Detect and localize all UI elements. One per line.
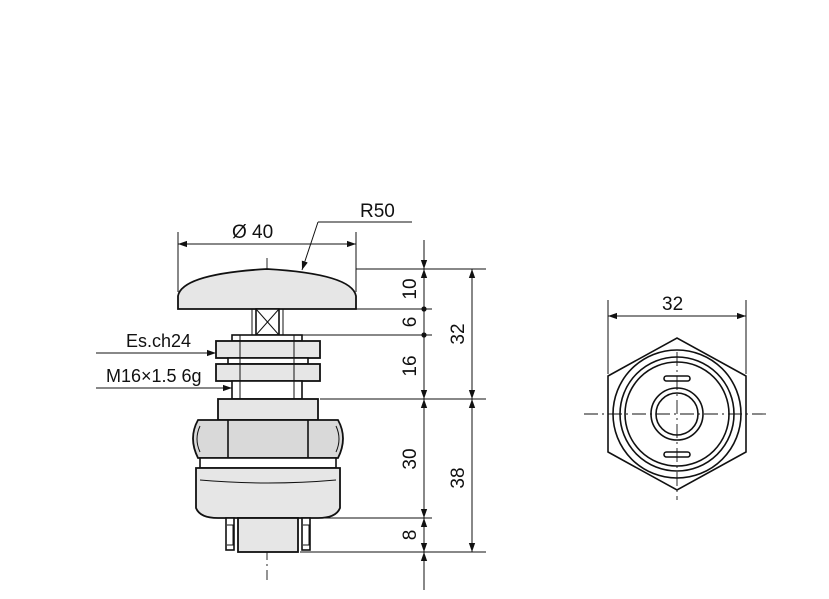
lock-nut-upper — [215, 340, 321, 359]
side-view — [177, 258, 357, 580]
diameter-label: Ø 40 — [232, 222, 273, 243]
collar-height-label: 6 — [400, 317, 421, 328]
terminal-length-label: 8 — [400, 530, 421, 541]
base-plug — [237, 517, 299, 553]
thread-length-label: 16 — [400, 355, 421, 376]
radius-leader — [301, 221, 319, 271]
body-ring — [199, 457, 337, 469]
terminal-left — [225, 517, 235, 551]
body-height-label: 30 — [400, 448, 421, 469]
hex-nut — [192, 419, 344, 459]
mushroom-cap — [177, 268, 357, 310]
cap-height-label: 10 — [400, 278, 421, 299]
wrench-size-label: Es.ch24 — [126, 331, 191, 351]
lock-nut-lower — [215, 363, 321, 382]
switch-body — [195, 467, 341, 519]
hex-width-label: 32 — [662, 294, 683, 315]
radius-label: R50 — [360, 201, 395, 222]
top-total-label: 32 — [448, 323, 469, 344]
thread-spec-label: M16×1.5 6g — [106, 366, 202, 386]
flange — [217, 398, 319, 421]
leader-labels: Es.ch24 M16×1.5 6g — [96, 331, 232, 392]
top-view: 32 — [584, 294, 770, 500]
bottom-total-label: 38 — [448, 467, 469, 488]
thread-bottom — [231, 380, 303, 400]
dimensions-side: Ø 40 R50 10 6 16 30 8 32 38 — [177, 201, 486, 590]
